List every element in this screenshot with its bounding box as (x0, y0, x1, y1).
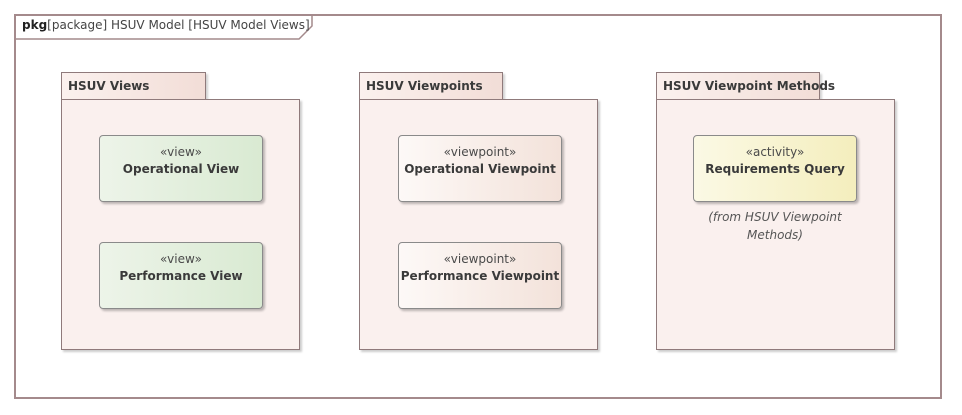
element-stereotype: «viewpoint» (443, 145, 517, 159)
element-name: Operational Viewpoint (404, 162, 556, 176)
note-line-2: Methods) (747, 228, 803, 242)
element-name: Operational View (122, 162, 240, 176)
diagram-title-text: [package] HSUV Model [HSUV Model Views] (47, 18, 310, 32)
package-tab-hsuv-viewpoint-methods[interactable]: HSUV Viewpoint Methods (656, 72, 835, 99)
element-stereotype: «view» (160, 145, 202, 159)
diagram-title: pkg[package] HSUV Model [HSUV Model View… (22, 18, 310, 32)
element-stereotype: «activity» (745, 145, 805, 159)
element-performance-viewpoint[interactable]: «viewpoint» Performance Viewpoint (398, 242, 562, 309)
package-tab-hsuv-views[interactable]: HSUV Views (61, 72, 206, 99)
element-operational-viewpoint[interactable]: «viewpoint» Operational Viewpoint (398, 135, 562, 202)
element-origin-note: (from HSUV Viewpoint Methods) (675, 208, 875, 244)
element-name: Performance Viewpoint (400, 269, 560, 283)
package-name: HSUV Viewpoints (366, 79, 483, 93)
element-operational-view[interactable]: «view» Operational View (99, 135, 263, 202)
element-name: Performance View (119, 269, 243, 283)
element-requirements-query[interactable]: «activity» Requirements Query (693, 135, 857, 202)
diagram-frame-tab (14, 14, 314, 40)
package-tab-hsuv-viewpoints[interactable]: HSUV Viewpoints (359, 72, 503, 99)
note-line-1: (from HSUV Viewpoint (708, 210, 842, 224)
diagram-kind-keyword: pkg (22, 18, 48, 32)
element-stereotype: «viewpoint» (443, 252, 517, 266)
element-name: Requirements Query (705, 162, 845, 176)
package-name: HSUV Views (68, 79, 150, 93)
package-name: HSUV Viewpoint Methods (663, 79, 836, 93)
element-performance-view[interactable]: «view» Performance View (99, 242, 263, 309)
element-stereotype: «view» (160, 252, 202, 266)
